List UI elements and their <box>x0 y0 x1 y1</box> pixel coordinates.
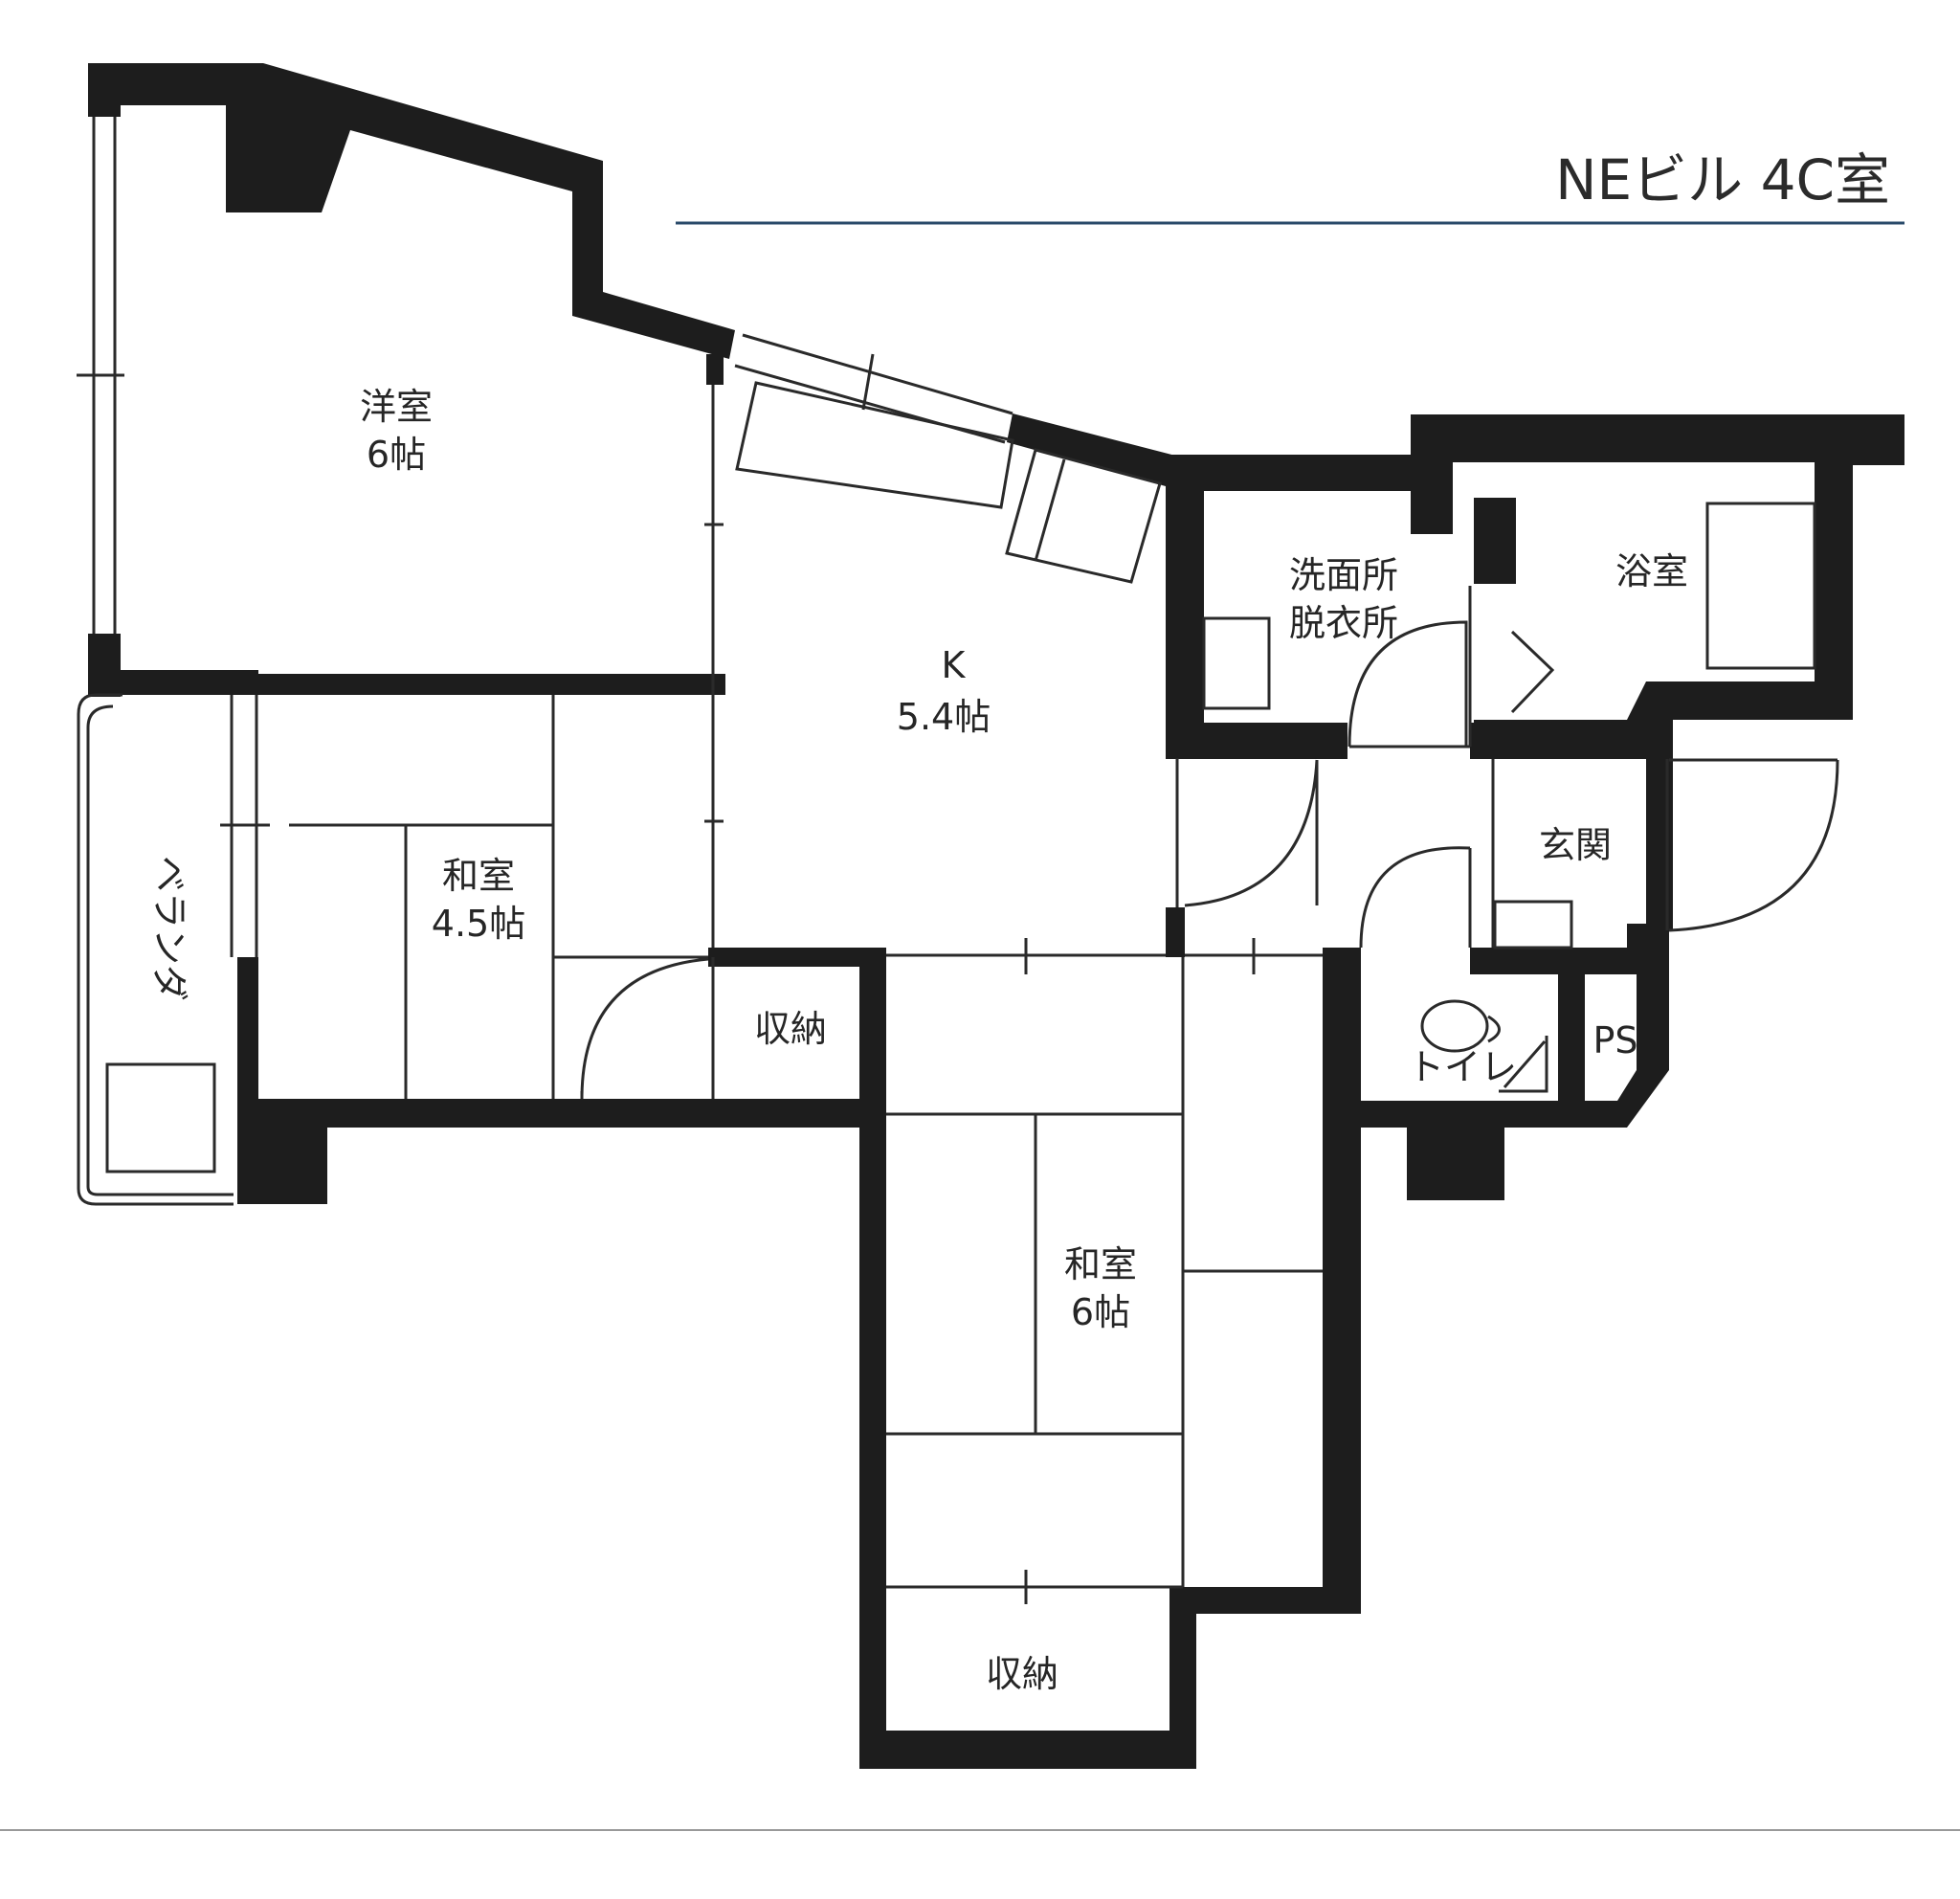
plan-title: NEビル 4C室 <box>1555 147 1890 212</box>
japanese-room-b-label: 和室 <box>1064 1243 1137 1285</box>
washroom-label-1: 洗面所 <box>1289 554 1398 596</box>
interior-lines <box>77 117 1839 1604</box>
toilet-label: トイレ <box>1408 1046 1517 1088</box>
western-room-label: 洋室 <box>360 386 433 428</box>
storage-b-label: 収納 <box>986 1653 1058 1695</box>
exterior-walls <box>88 63 1904 1769</box>
japanese-room-a-size: 4.5帖 <box>432 903 525 945</box>
japanese-room-a-label: 和室 <box>442 855 515 897</box>
ps-label: PS <box>1592 1019 1637 1061</box>
dk-size: 5.4帖 <box>897 696 991 738</box>
japanese-room-b-size: 6帖 <box>1071 1291 1130 1333</box>
western-room-size: 6帖 <box>367 434 426 476</box>
bathroom-label: 浴室 <box>1615 550 1688 592</box>
washroom-label-2: 脱衣所 <box>1289 602 1398 644</box>
veranda-label: ベランダ <box>148 856 190 1001</box>
storage-a-label: 収納 <box>754 1008 827 1050</box>
entrance-label: 玄関 <box>1539 824 1612 866</box>
dk-label: K <box>942 644 967 686</box>
